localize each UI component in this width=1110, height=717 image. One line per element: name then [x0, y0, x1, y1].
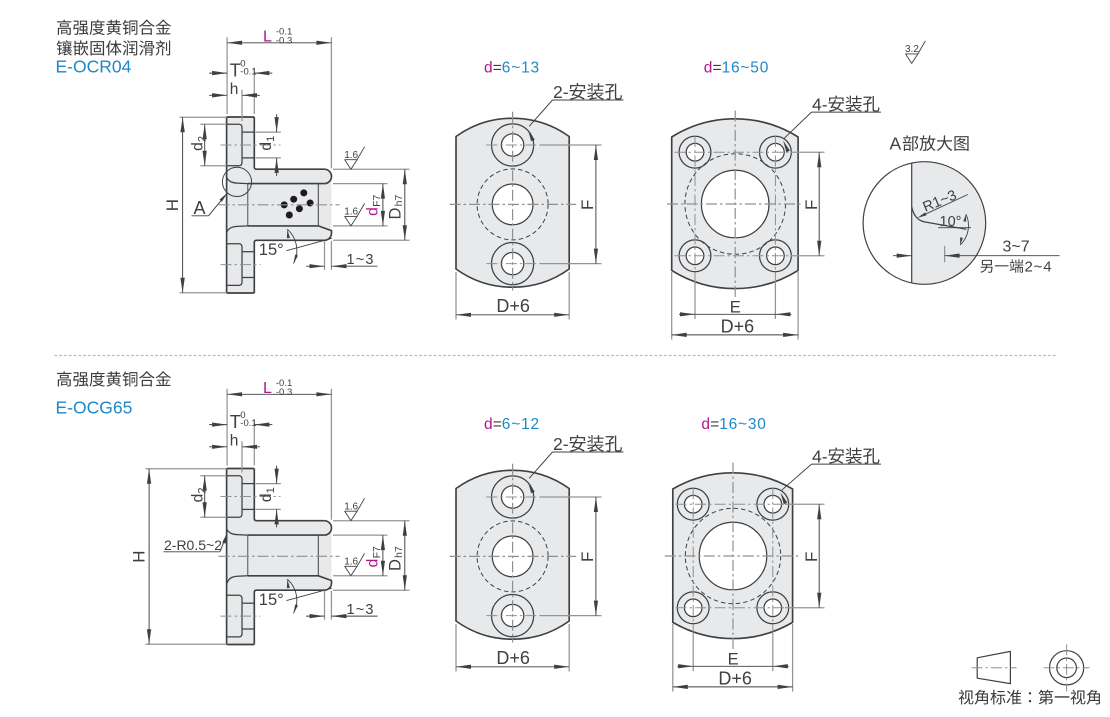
svg-text:10°: 10° — [940, 214, 962, 230]
svg-text:3~7: 3~7 — [1003, 238, 1030, 255]
svg-text:F7: F7 — [371, 546, 383, 558]
svg-text:E: E — [730, 299, 741, 317]
svg-text:H: H — [130, 551, 149, 563]
svg-text:6~12: 6~12 — [502, 416, 540, 433]
svg-text:-0.3: -0.3 — [276, 387, 292, 398]
svg-text:d: d — [704, 60, 713, 77]
svg-text:4-: 4- — [812, 94, 828, 114]
svg-text:=: = — [493, 416, 502, 433]
svg-text:2: 2 — [196, 487, 208, 493]
svg-text:F7: F7 — [371, 194, 383, 206]
svg-text:16~30: 16~30 — [719, 416, 767, 433]
svg-text:D+6: D+6 — [718, 668, 752, 688]
svg-text:2-: 2- — [553, 434, 569, 454]
svg-text:15°: 15° — [259, 241, 284, 259]
svg-text:d: d — [364, 559, 381, 568]
svg-text:d: d — [258, 493, 275, 502]
svg-text:0: 0 — [240, 59, 245, 70]
svg-text:15°: 15° — [259, 591, 284, 609]
svg-text:=: = — [710, 416, 719, 433]
svg-text:d: d — [189, 494, 206, 503]
svg-text:F: F — [578, 200, 597, 210]
svg-text:1.6: 1.6 — [344, 557, 358, 568]
svg-text:1.6: 1.6 — [344, 150, 358, 161]
svg-text:=: = — [493, 60, 502, 77]
svg-text:F: F — [802, 552, 821, 562]
svg-text:1: 1 — [265, 487, 277, 493]
svg-text:h: h — [230, 432, 239, 449]
svg-text:-0.1: -0.1 — [276, 27, 292, 38]
svg-text:D+6: D+6 — [496, 296, 530, 316]
svg-text:2~4: 2~4 — [1025, 259, 1053, 276]
svg-text:D+6: D+6 — [496, 648, 530, 668]
svg-text:T: T — [230, 61, 241, 81]
svg-text:3.2: 3.2 — [905, 44, 919, 55]
svg-text:1~3: 1~3 — [347, 602, 375, 618]
svg-text:-0.1: -0.1 — [240, 418, 256, 429]
svg-text:h7: h7 — [393, 546, 405, 558]
svg-text:E-OCG65: E-OCG65 — [56, 397, 133, 417]
svg-text:F: F — [802, 200, 821, 210]
svg-text:E: E — [728, 651, 739, 669]
svg-text:A: A — [890, 134, 902, 154]
svg-text:d: d — [258, 142, 275, 151]
svg-text:A: A — [194, 198, 206, 218]
svg-text:-0.1: -0.1 — [240, 67, 256, 78]
svg-text:1~3: 1~3 — [347, 252, 375, 268]
svg-text:-0.3: -0.3 — [276, 35, 292, 46]
svg-text:E-OCR04: E-OCR04 — [56, 56, 132, 76]
svg-text:D: D — [387, 559, 405, 571]
svg-text:1: 1 — [265, 136, 277, 142]
svg-text:h: h — [230, 81, 239, 98]
svg-text:h7: h7 — [393, 194, 405, 206]
svg-text:H: H — [163, 199, 182, 211]
svg-text:6~13: 6~13 — [502, 60, 540, 77]
svg-text:L: L — [263, 380, 272, 397]
svg-text:=: = — [713, 60, 722, 77]
svg-text:d: d — [484, 416, 493, 433]
svg-text:d: d — [189, 142, 206, 151]
svg-text:d: d — [484, 60, 493, 77]
svg-text:1.6: 1.6 — [344, 207, 358, 218]
svg-text:D: D — [387, 208, 405, 220]
svg-text:D+6: D+6 — [721, 316, 755, 336]
svg-text:16~50: 16~50 — [722, 60, 770, 77]
svg-text:2-R0.5~2: 2-R0.5~2 — [164, 537, 222, 553]
svg-text:4-: 4- — [812, 446, 828, 466]
svg-text:1.6: 1.6 — [344, 501, 358, 512]
svg-text:d: d — [701, 416, 710, 433]
svg-text:T: T — [230, 412, 241, 432]
svg-text:F: F — [578, 552, 597, 562]
svg-text:0: 0 — [240, 410, 245, 421]
svg-text:-0.1: -0.1 — [276, 378, 292, 389]
svg-text:2: 2 — [196, 136, 208, 142]
svg-text:2-: 2- — [553, 82, 569, 102]
svg-text:L: L — [263, 29, 272, 46]
svg-text:d: d — [364, 207, 381, 216]
